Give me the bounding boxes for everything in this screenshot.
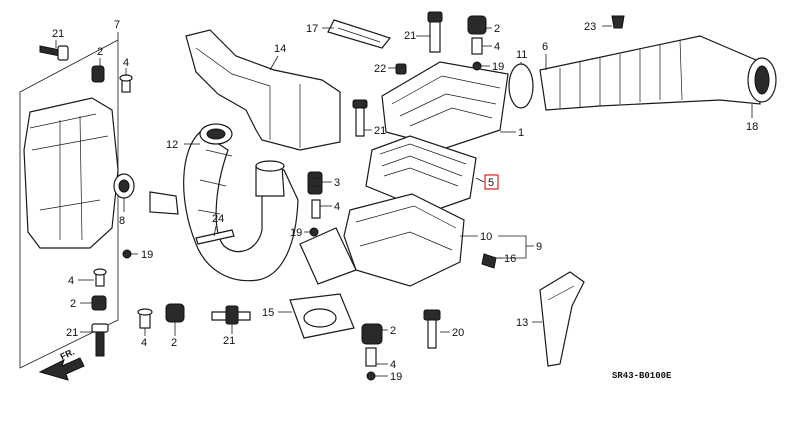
clip-23: [611, 15, 625, 29]
leader-lines: [55, 25, 753, 377]
collar-4f: [365, 347, 377, 367]
callout-1: 1: [518, 127, 524, 139]
callout-17: 17: [306, 23, 318, 35]
bolt-21e: [355, 105, 365, 137]
callout-16: 16: [504, 253, 516, 265]
callout-11: 11: [516, 49, 527, 61]
air-filter-element-5: [365, 135, 477, 213]
callout-7: 7: [114, 19, 120, 31]
callout-23: 23: [584, 21, 596, 33]
clip-22: [395, 63, 407, 75]
callout-19: 19: [290, 227, 302, 239]
lower-parts: [289, 271, 585, 381]
intake-hose-12: [183, 131, 299, 282]
callout-2: 2: [70, 298, 76, 310]
callout-21: 21: [223, 335, 235, 347]
callout-4: 4: [123, 57, 129, 69]
callout-4: 4: [494, 41, 500, 53]
callout-6: 6: [542, 41, 548, 53]
callout-10: 10: [480, 231, 492, 243]
callout-2: 2: [97, 46, 103, 58]
callout-20: 20: [452, 327, 464, 339]
callout-5: 5: [488, 177, 494, 189]
callout-4: 4: [334, 201, 340, 213]
callout-4: 4: [390, 359, 396, 371]
callout-19: 19: [141, 249, 153, 261]
air-cleaner-group: [299, 11, 509, 287]
callout-3: 3: [334, 177, 340, 189]
callout-15: 15: [262, 307, 274, 319]
bolt-16: [481, 253, 497, 269]
intake-duct-14: [185, 29, 341, 151]
intake-duct-group: [149, 29, 341, 282]
callout-21: 21: [52, 28, 64, 40]
highlight-box-5: [484, 174, 499, 190]
callout-4: 4: [68, 275, 74, 287]
callout-4: 4: [141, 337, 147, 349]
callout-numbers: 21 7 2 4 8 4 2 21 19 4 2 21 24 12 14 17 …: [52, 19, 758, 383]
callout-13: 13: [516, 317, 528, 329]
callout-24: 24: [212, 213, 224, 225]
clip-19c: [309, 227, 319, 237]
callout-2: 2: [390, 325, 396, 337]
bolt-21a: [39, 45, 61, 57]
callout-2: 2: [171, 337, 177, 349]
callout-9: 9: [536, 241, 542, 253]
resonator-chamber: [23, 97, 119, 249]
callout-22: 22: [374, 63, 386, 75]
callout-21: 21: [404, 30, 416, 42]
seal-ring-11: [508, 63, 534, 109]
cushion-2a: [91, 65, 105, 83]
clip-19a: [122, 249, 132, 259]
cushion-2c: [165, 303, 185, 323]
diagram-code: SR43-B0100E: [612, 371, 672, 381]
bolt-24: [195, 229, 235, 245]
outlet-hose-group: [508, 15, 777, 111]
clip-19b: [472, 61, 482, 71]
front-direction-arrow: FR.: [38, 347, 85, 381]
callout-18: 18: [746, 121, 758, 133]
callout-21: 21: [374, 125, 386, 137]
callout-12: 12: [166, 139, 178, 151]
bottom-fasteners: [137, 303, 251, 329]
clip-19d: [366, 371, 376, 381]
outlet-hose-6: [539, 35, 761, 111]
bolt-21d: [429, 19, 441, 53]
resonator-group: [19, 32, 135, 369]
bolt-21b: [95, 329, 105, 357]
air-cleaner-housing-10: [343, 193, 465, 287]
mount-3: [307, 171, 323, 195]
collar-4d: [471, 37, 483, 55]
front-label: FR.: [59, 347, 76, 362]
callout-19: 19: [390, 371, 402, 383]
air-cleaner-cover-1: [381, 61, 509, 149]
bolt-20: [427, 315, 437, 349]
label-plate-17: [327, 19, 392, 49]
callout-14: 14: [274, 43, 286, 55]
bracket-13: [539, 271, 585, 367]
cushion-2e: [361, 323, 383, 345]
collar-4e: [311, 199, 321, 219]
cushion-2d: [467, 15, 487, 35]
cushion-2b: [91, 295, 107, 311]
callout-21: 21: [66, 327, 78, 339]
callout-8: 8: [119, 215, 125, 227]
callout-19: 19: [492, 61, 504, 73]
callout-2: 2: [494, 23, 500, 35]
